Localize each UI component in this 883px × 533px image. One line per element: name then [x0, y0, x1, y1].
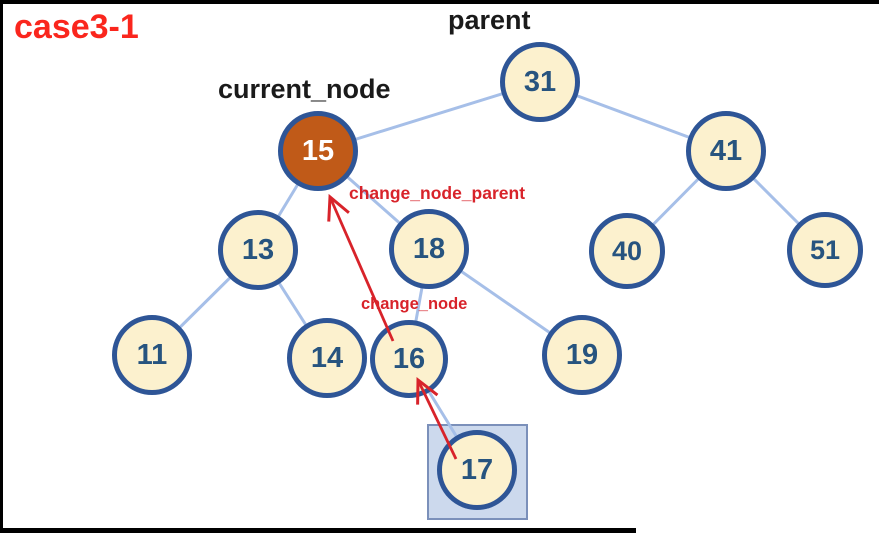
node-value: 51 — [809, 234, 841, 265]
screenshot-border-top — [0, 0, 879, 4]
tree-node-11: 11 — [112, 315, 192, 395]
node-value: 18 — [412, 232, 446, 265]
case-title: case3-1 — [14, 8, 139, 46]
tree-node-51: 51 — [787, 212, 863, 288]
node-value: 31 — [523, 65, 557, 98]
tree-node-13: 13 — [218, 210, 298, 290]
node-value: 13 — [241, 233, 275, 266]
node-value: 16 — [392, 342, 426, 375]
tree-node-16: 16 — [370, 320, 448, 398]
node-value: 40 — [611, 235, 643, 266]
tree-node-19: 19 — [542, 315, 622, 395]
screenshot-border-bottom — [0, 528, 636, 533]
tree-node-41: 41 — [686, 111, 766, 191]
node-value: 14 — [310, 341, 344, 374]
node-value: 15 — [301, 134, 335, 167]
screenshot-border-left — [0, 0, 3, 533]
tree-node-15-current: 15 — [278, 111, 358, 191]
tree-node-14: 14 — [287, 318, 367, 398]
node-value: 19 — [565, 338, 599, 371]
tree-node-31: 31 — [500, 42, 580, 122]
node-value: 41 — [709, 134, 743, 167]
change-node-label: change_node — [361, 295, 468, 313]
tree-node-18: 18 — [389, 209, 469, 289]
current-node-label: current_node — [218, 74, 391, 104]
change-node-parent-label: change_node_parent — [349, 183, 526, 203]
tree-node-17: 17 — [437, 430, 517, 510]
parent-label: parent — [448, 5, 531, 35]
node-value: 17 — [460, 453, 494, 486]
tree-node-40: 40 — [589, 213, 665, 289]
node-value: 11 — [136, 338, 168, 371]
